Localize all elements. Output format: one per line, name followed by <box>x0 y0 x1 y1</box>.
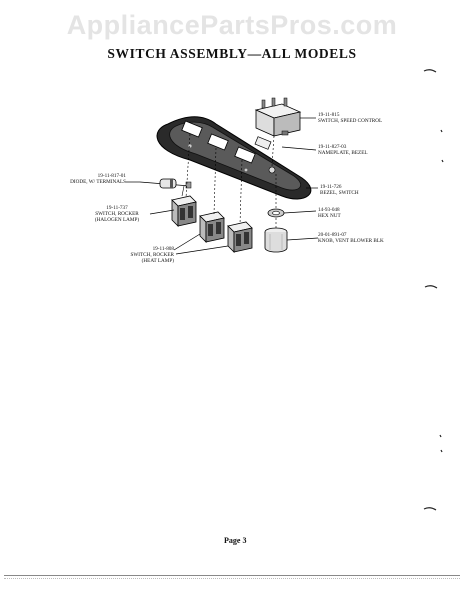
label-switch-speed-control: 19-11-815 SWITCH, SPEED CONTROL <box>318 112 382 124</box>
speed-control-switch-drawing <box>254 97 302 137</box>
label-switch-rocker-heat: 19-11-808 SWITCH, ROCKER (HEAT LAMP) <box>110 246 174 264</box>
part-name: SWITCH, ROCKER <box>95 211 139 217</box>
rocker-switch-halogen-drawing <box>171 185 197 227</box>
part-number: 19-11-817-01 <box>97 173 126 179</box>
label-diode: 19-11-817-01 DIODE, W/ TERMINALS <box>68 173 126 185</box>
part-name: NAMEPLATE, BEZEL <box>318 150 368 156</box>
margin-marks <box>423 69 444 511</box>
page-title: SWITCH ASSEMBLY—ALL MODELS <box>107 46 357 61</box>
page-number: Page 3 <box>224 536 247 545</box>
part-name: SWITCH, ROCKER <box>130 252 174 258</box>
part-number: 19-11-726 <box>320 184 342 190</box>
footer-rule-dotted <box>4 578 460 579</box>
part-number: 20-01-891-07 <box>318 232 347 238</box>
part-name: HEX NUT <box>318 213 341 219</box>
part-number: 19-11-737 <box>106 205 128 211</box>
leader-lines <box>126 117 319 255</box>
part-name: DIODE, W/ TERMINALS <box>70 179 126 185</box>
label-nameplate-bezel: 19-11-827-03 NAMEPLATE, BEZEL <box>318 144 368 156</box>
label-bezel-switch: 19-11-726 BEZEL, SWITCH <box>320 184 359 196</box>
footer-rule <box>4 575 460 576</box>
hex-nut-drawing <box>267 208 285 218</box>
part-name: KNOB, VENT BLOWER BLK <box>318 238 384 244</box>
part-note: (HALOGEN LAMP) <box>94 217 140 223</box>
part-number: 19-11-827-03 <box>318 144 347 150</box>
part-name: SWITCH, SPEED CONTROL <box>318 118 383 124</box>
part-name: BEZEL, SWITCH <box>320 190 359 196</box>
knob-drawing <box>264 227 288 253</box>
watermark-text: AppliancePartsPros.com <box>66 10 398 40</box>
part-number: 14-93-048 <box>318 207 340 213</box>
rocker-switch-heat-2-drawing <box>227 221 253 253</box>
diode-drawing <box>139 178 192 189</box>
label-knob-vent-blower: 20-01-891-07 KNOB, VENT BLOWER BLK <box>318 232 384 244</box>
part-number: 19-11-808 <box>152 246 174 252</box>
rocker-switch-heat-1-drawing <box>199 211 225 243</box>
label-switch-rocker-halogen: 19-11-737 SWITCH, ROCKER (HALOGEN LAMP) <box>86 205 148 223</box>
bezel-plate <box>156 116 312 200</box>
part-number: 19-11-815 <box>318 112 340 118</box>
assembly-guide-lines <box>185 133 277 228</box>
part-note: (HEAT LAMP) <box>141 258 174 264</box>
label-hex-nut: 14-93-048 HEX NUT <box>318 207 341 219</box>
